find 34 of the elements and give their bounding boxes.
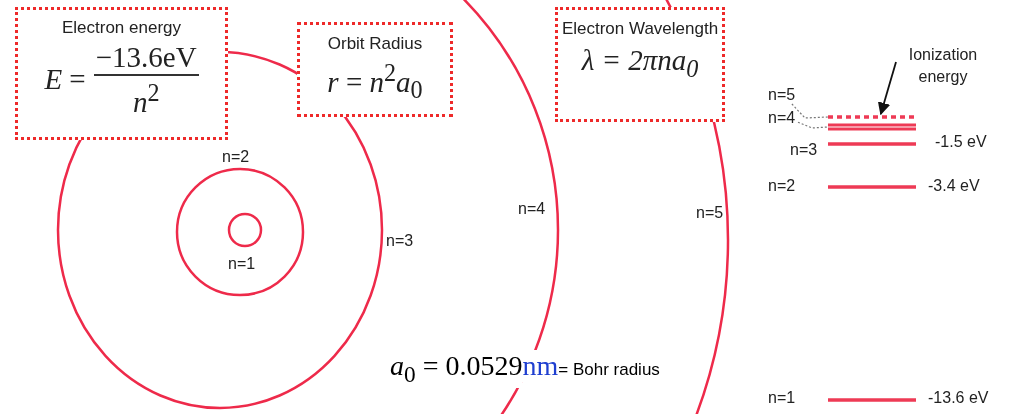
formula-box: [555, 7, 725, 122]
formula-box: [297, 22, 453, 117]
level-label: n=4: [768, 108, 798, 124]
energy-level-line: [828, 139, 916, 149]
energy-level-line: [828, 182, 916, 192]
orbit-label: n=4: [518, 200, 546, 218]
leader-line: [797, 121, 829, 129]
energy-level-line: [828, 122, 916, 132]
box-heading: Electron Wavelength: [561, 18, 719, 40]
energy-level-line: [828, 395, 916, 405]
energy-value: -3.4 eV: [928, 177, 980, 195]
energy-value: -13.6 eV: [928, 389, 989, 407]
box-heading: Electron energy: [61, 18, 182, 38]
orbit-label: n=1: [228, 255, 256, 273]
level-label: n=2: [768, 177, 796, 195]
fraction-numerator: −13.6eV: [93, 40, 199, 76]
orbit-label: n=5: [696, 204, 724, 222]
formula-box: [15, 7, 228, 140]
formula: r = n$^{2}$a$_{0}$: [327, 59, 423, 105]
fraction-denominator: n$^{2}$: [132, 78, 160, 119]
dashed-energy-level: [828, 112, 916, 122]
box-heading: Orbit Radius: [327, 33, 423, 55]
level-label: n=1: [768, 389, 796, 407]
leader-line: [791, 103, 829, 119]
arrow: [877, 61, 897, 116]
level-label: n=5: [768, 85, 798, 104]
orbit-label: n=2: [222, 148, 250, 166]
annotation-text: Ionization energy: [902, 44, 984, 90]
energy-value: -1.5 eV: [935, 133, 987, 151]
unit-label: nm: [522, 350, 559, 382]
formula: λ = 2πna$_{0}$: [581, 44, 699, 83]
level-label: n=3: [790, 141, 818, 159]
formula: E =: [44, 62, 86, 96]
orbit-label: n=3: [386, 232, 414, 250]
